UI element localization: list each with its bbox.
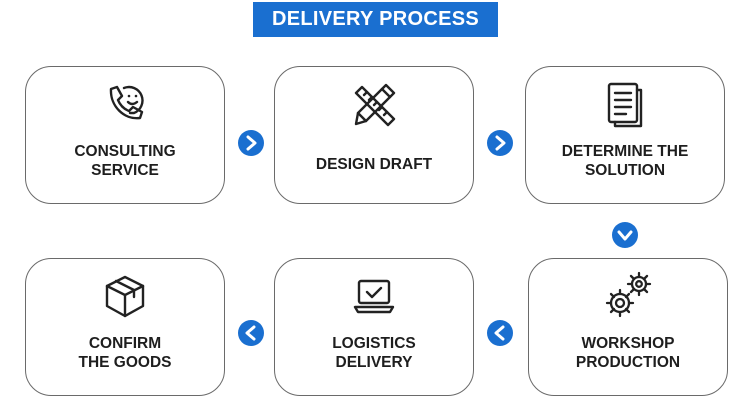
pencil-ruler-icon bbox=[348, 79, 400, 131]
step-label: CONFIRM THE GOODS bbox=[78, 335, 172, 371]
arrow-left-icon bbox=[487, 320, 513, 346]
arrow-down-icon bbox=[612, 222, 638, 248]
document-icon bbox=[599, 79, 651, 131]
step-label: CONSULTING SERVICE bbox=[74, 143, 176, 179]
step-consulting-service: CONSULTING SERVICE bbox=[25, 66, 225, 204]
page-title: DELIVERY PROCESS bbox=[253, 2, 498, 37]
step-logistics-delivery: LOGISTICS DELIVERY bbox=[274, 258, 474, 396]
step-label: LOGISTICS DELIVERY bbox=[332, 335, 416, 371]
step-workshop-production: WORKSHOP PRODUCTION bbox=[528, 258, 728, 396]
arrow-right-icon bbox=[487, 130, 513, 156]
arrow-right-icon bbox=[238, 130, 264, 156]
arrow-left-icon bbox=[238, 320, 264, 346]
step-label: WORKSHOP PRODUCTION bbox=[575, 335, 681, 371]
gears-icon bbox=[600, 267, 656, 323]
laptop-check-icon bbox=[348, 271, 400, 323]
step-determine-solution: DETERMINE THE SOLUTION bbox=[525, 66, 725, 204]
step-label: DESIGN DRAFT bbox=[315, 156, 433, 173]
step-confirm-goods: CONFIRM THE GOODS bbox=[25, 258, 225, 396]
step-design-draft: DESIGN DRAFT bbox=[274, 66, 474, 204]
phone-chat-icon bbox=[99, 79, 151, 131]
package-box-icon bbox=[99, 271, 151, 323]
step-label: DETERMINE THE SOLUTION bbox=[561, 143, 689, 179]
